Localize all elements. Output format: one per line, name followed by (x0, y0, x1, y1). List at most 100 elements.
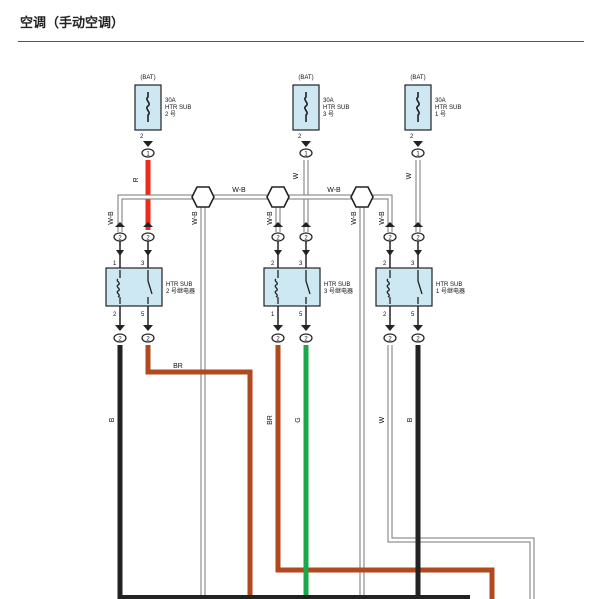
connector-arrow (413, 141, 423, 147)
wire-label-w: W (293, 172, 300, 179)
fuse-box (404, 84, 432, 131)
connector-oval (271, 333, 285, 343)
connector-oval (411, 333, 425, 343)
splice-junctions (191, 186, 374, 208)
relay-box (263, 267, 321, 307)
relay-pin: 3 (141, 261, 145, 267)
relay-coil-icon (274, 278, 278, 298)
connector-arrow (413, 222, 423, 227)
fuse-supply-label: (BAT) (140, 75, 155, 81)
relay-switch-icon (305, 270, 311, 304)
connector-number: 2 (416, 337, 420, 343)
fuse-htr-sub-3: (BAT) 30A HTR SUB 3 号 2 1 (292, 75, 349, 158)
wire-brown-br-left (145, 345, 253, 599)
fuse-supply-label: (BAT) (410, 75, 425, 81)
fuse-pin: 2 (410, 134, 414, 140)
fuse-name: HTR SUB (323, 105, 349, 111)
wire-color-labels: R W W W-B W-B W-B W-B W-B W-B W-B BR B B… (108, 172, 414, 425)
wire-white-w-right (387, 345, 535, 599)
fuse-icon (146, 92, 150, 122)
connector-oval (299, 148, 313, 158)
connector-number: 2 (304, 236, 308, 242)
page-title: 空调（手动空调） (20, 16, 125, 31)
fuse-box (292, 84, 320, 131)
wires (117, 160, 535, 599)
relay-pin: 2 (113, 312, 117, 318)
connector-arrow (143, 325, 153, 331)
relay-pin: 5 (299, 312, 303, 318)
relay-pin: 2 (271, 261, 275, 267)
relay-htr-sub-2: 2 2 1 3 HTR SUB 2 号继电器 2 5 2 2 (105, 222, 195, 343)
wire-label-g: G (295, 417, 302, 422)
wire-label-wb: W-B (108, 211, 115, 225)
connector-number: 1 (146, 152, 150, 158)
connector-arrow (273, 222, 283, 227)
connector-number: 2 (276, 337, 280, 343)
connector-oval (383, 333, 397, 343)
fuse-rating: 30A (165, 98, 176, 104)
connector-number: 1 (416, 152, 420, 158)
connector-number: 2 (388, 337, 392, 343)
relay-pin: 2 (383, 261, 387, 267)
fuse-number: 2 号 (165, 111, 176, 118)
connector-number: 2 (146, 337, 150, 343)
fuse-pin: 2 (298, 134, 302, 140)
fuse-rating: 30A (435, 98, 446, 104)
relay-box (105, 267, 163, 307)
wire-label-wb: W-B (267, 211, 274, 225)
splice-point (350, 186, 374, 208)
wire-label-wb: W-B (192, 211, 199, 225)
connector-arrow (301, 325, 311, 331)
connector-number: 2 (304, 337, 308, 343)
connector-number: 2 (146, 236, 150, 242)
wire-label-br: BR (173, 363, 183, 370)
splice-point (266, 186, 290, 208)
fuse-htr-sub-2: (BAT) 30A HTR SUB 2 号 2 1 (134, 75, 191, 158)
relay-pin: 1 (271, 312, 275, 318)
relay-pin: 1 (113, 261, 117, 267)
connector-number: 2 (276, 236, 280, 242)
relay-pin: 5 (411, 312, 415, 318)
connector-number: 2 (118, 236, 122, 242)
fuse-icon (416, 92, 420, 122)
fuse-pin: 2 (140, 134, 144, 140)
wire-wb-bus (117, 194, 393, 599)
connector-arrow (143, 222, 153, 227)
connector-arrow (413, 325, 423, 331)
splice-point (191, 186, 215, 208)
connector-oval (141, 333, 155, 343)
wire-label-wb: W-B (232, 187, 246, 194)
title-divider (18, 41, 584, 42)
fuse-box (134, 84, 162, 131)
relay-pin: 2 (383, 312, 387, 318)
relay-switch-icon (147, 270, 153, 304)
relay-name: HTR SUB (166, 282, 192, 288)
fuse-htr-sub-1: (BAT) 30A HTR SUB 1 号 2 1 (404, 75, 461, 158)
relay-name: HTR SUB (436, 282, 462, 288)
wire-label-w: W (406, 172, 413, 179)
connector-oval (141, 148, 155, 158)
wire-label-r: R (133, 177, 140, 182)
connector-number: 2 (388, 236, 392, 242)
wire-brown-br-mid (275, 345, 495, 599)
wire-label-b: B (407, 417, 414, 422)
connector-arrow (301, 222, 311, 227)
relay-pin: 3 (411, 261, 415, 267)
relay-coil-icon (116, 278, 120, 298)
relay-number: 2 号继电器 (166, 287, 195, 295)
relay-pin: 5 (141, 312, 145, 318)
fuse-number: 1 号 (435, 111, 446, 118)
fuse-supply-label: (BAT) (298, 75, 313, 81)
relay-htr-sub-1: 2 2 2 3 HTR SUB 1 号继电器 2 5 2 2 (375, 222, 465, 343)
wire-label-wb: W-B (379, 211, 386, 225)
relay-number: 1 号继电器 (436, 287, 465, 295)
wire-label-wb: W-B (351, 211, 358, 225)
connector-oval (113, 333, 127, 343)
connector-arrow (385, 325, 395, 331)
connector-oval (299, 333, 313, 343)
relay-number: 3 号继电器 (324, 287, 353, 295)
connector-arrow (385, 222, 395, 227)
relay-htr-sub-3: 2 2 2 3 HTR SUB 3 号继电器 1 5 2 2 (263, 222, 353, 343)
fuse-name: HTR SUB (165, 105, 191, 111)
